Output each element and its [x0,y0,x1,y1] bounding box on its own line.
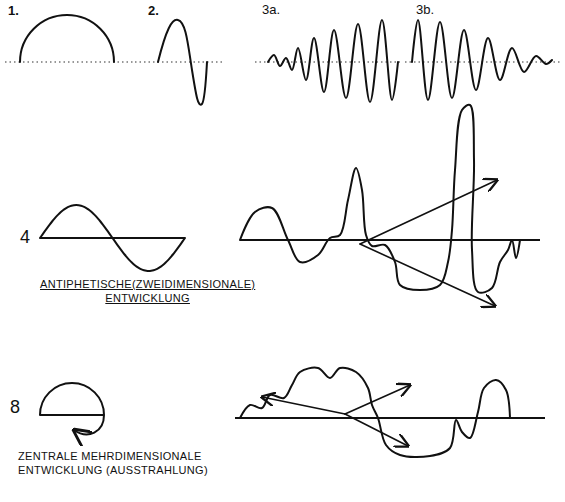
dotted-baseline [5,61,135,62]
curl-curve [40,383,104,434]
direction-arrow [345,385,410,414]
baseline [235,417,545,419]
baseline [40,414,104,416]
baseline [240,239,540,241]
direction-arrow [262,397,345,414]
figure-number: 4 [20,226,30,249]
caption-text: ANTIPHETISCHE(ZWEIDIMENSIONALE) ENTWICKL… [40,278,255,306]
direction-arrow [360,180,497,244]
figure-number: 1. [8,3,19,19]
dotted-baseline [135,61,225,62]
figure-number: 3a. [262,2,280,18]
radiating-curve [240,368,510,457]
direction-arrow [345,414,408,446]
figure-number: 8 [10,396,20,419]
antithetic-curve [240,105,520,293]
growing-wave [268,20,398,102]
semicircle-curve [20,15,114,62]
figure-number: 3b. [416,2,434,18]
figure-number: 2. [148,3,159,19]
fading-wave [412,20,552,100]
s-curve [158,20,207,105]
caption-text: ZENTRALE MEHRDIMENSIONALE ENTWICKLUNG (A… [18,450,238,478]
direction-arrow [360,244,495,306]
sine-wave [40,205,185,271]
